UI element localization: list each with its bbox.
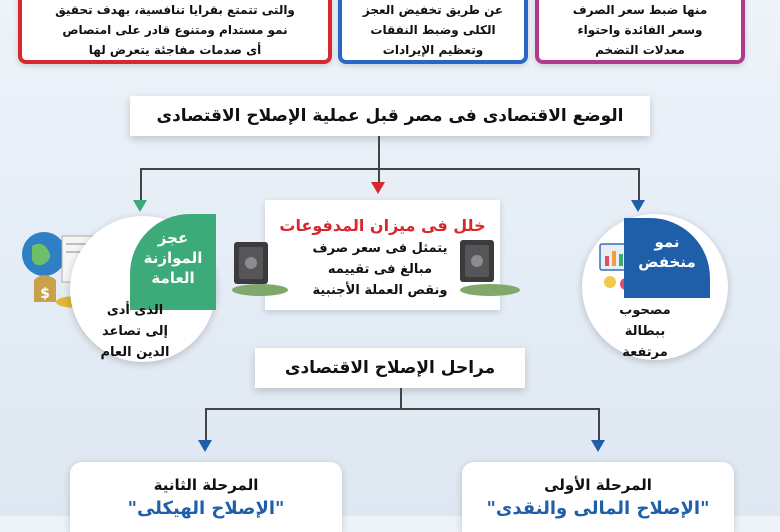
desc-line: ونقص العملة الأجنبية bbox=[312, 283, 448, 298]
low-growth-title: نمو منخفض bbox=[624, 218, 710, 298]
header-band: الوضع الاقتصادى فى مصر قبل عملية الإصلاح… bbox=[130, 96, 650, 136]
connector-line bbox=[400, 388, 402, 408]
stages-band: مراحل الإصلاح الاقتصادى bbox=[255, 348, 525, 388]
connector-line bbox=[205, 408, 207, 442]
desc-line: مرتفعة bbox=[622, 345, 668, 360]
connector-line bbox=[378, 136, 380, 168]
payments-desc: يتمثل فى سعر صرف مبالغ فى تقييمه ونقص ال… bbox=[280, 238, 480, 301]
safe-left-icon bbox=[230, 240, 290, 302]
desc-line: مبالغ فى تقييمه bbox=[327, 262, 433, 277]
stage-card-second: المرحلة الثانية "الإصلاح الهيكلى" bbox=[70, 462, 342, 532]
connector-line bbox=[378, 168, 380, 184]
header-title: الوضع الاقتصادى فى مصر قبل عملية الإصلاح… bbox=[156, 106, 624, 126]
card-line: الكلى وضبط النفقات bbox=[370, 23, 496, 37]
top-card-structural: والتى تتمتع بقرايا تنافسية، بهدف تحقيق ن… bbox=[18, 0, 332, 64]
title-line: عجز bbox=[157, 229, 189, 247]
connector-line bbox=[140, 168, 142, 202]
card-line: وسعر الفائدة واحتواء bbox=[577, 23, 703, 37]
top-card-monetary: منها ضبط سعر الصرف وسعر الفائدة واحتواء … bbox=[535, 0, 745, 64]
title-line: نمو bbox=[654, 233, 680, 251]
stage-name: "الإصلاح الهيكلى" bbox=[127, 498, 285, 519]
arrow-head-icon bbox=[631, 200, 645, 212]
payments-title: خلل فى ميزان المدفوعات bbox=[279, 216, 486, 235]
arrow-head-icon bbox=[133, 200, 147, 212]
desc-line: الدين العام bbox=[100, 345, 170, 360]
connector-line bbox=[598, 408, 600, 442]
stage-label: المرحلة الأولى bbox=[544, 476, 652, 494]
stage-label: المرحلة الثانية bbox=[153, 476, 259, 494]
arrow-head-icon bbox=[591, 440, 605, 452]
connector-line bbox=[205, 408, 600, 410]
arrow-head-icon bbox=[371, 182, 385, 194]
card-line: معدلات التضخم bbox=[595, 43, 685, 57]
desc-line: مصحوب bbox=[619, 303, 671, 318]
card-line: أى صدمات مفاجئة يتعرض لها bbox=[88, 43, 262, 57]
stages-title: مراحل الإصلاح الاقتصادى bbox=[284, 358, 496, 378]
desc-line: يتمثل فى سعر صرف bbox=[312, 241, 448, 256]
title-line: الموازنة bbox=[143, 249, 203, 267]
desc-line: الذى أدى bbox=[106, 303, 164, 318]
card-line: نمو مستدام ومتنوع قادر على امتصاص bbox=[62, 23, 288, 37]
card-line: وتعظيم الإيرادات bbox=[382, 43, 484, 57]
title-line: منخفض bbox=[638, 253, 696, 271]
connector-line bbox=[638, 168, 640, 202]
top-card-fiscal: عن طريق تخفيض العجز الكلى وضبط النفقات و… bbox=[338, 0, 528, 64]
card-line: والتى تتمتع بقرايا تنافسية، بهدف تحقيق bbox=[55, 3, 295, 17]
desc-line: ببطالة bbox=[624, 324, 666, 339]
desc-line: إلى تصاعد bbox=[102, 324, 168, 339]
budget-deficit-title: عجز الموازنة العامة bbox=[130, 214, 216, 310]
stage-card-first: المرحلة الأولى "الإصلاح المالى والنقدى" bbox=[462, 462, 734, 532]
title-line: العامة bbox=[151, 269, 195, 287]
stage-name: "الإصلاح المالى والنقدى" bbox=[486, 498, 710, 519]
svg-text:$: $ bbox=[40, 286, 50, 302]
safe-right-icon bbox=[450, 238, 522, 302]
low-growth-desc: مصحوب ببطالة مرتفعة bbox=[590, 300, 700, 363]
card-line: عن طريق تخفيض العجز bbox=[362, 3, 504, 17]
card-line: منها ضبط سعر الصرف bbox=[572, 3, 708, 17]
arrow-head-icon bbox=[198, 440, 212, 452]
budget-deficit-desc: الذى أدى إلى تصاعد الدين العام bbox=[70, 300, 200, 363]
connector-line bbox=[140, 168, 640, 170]
